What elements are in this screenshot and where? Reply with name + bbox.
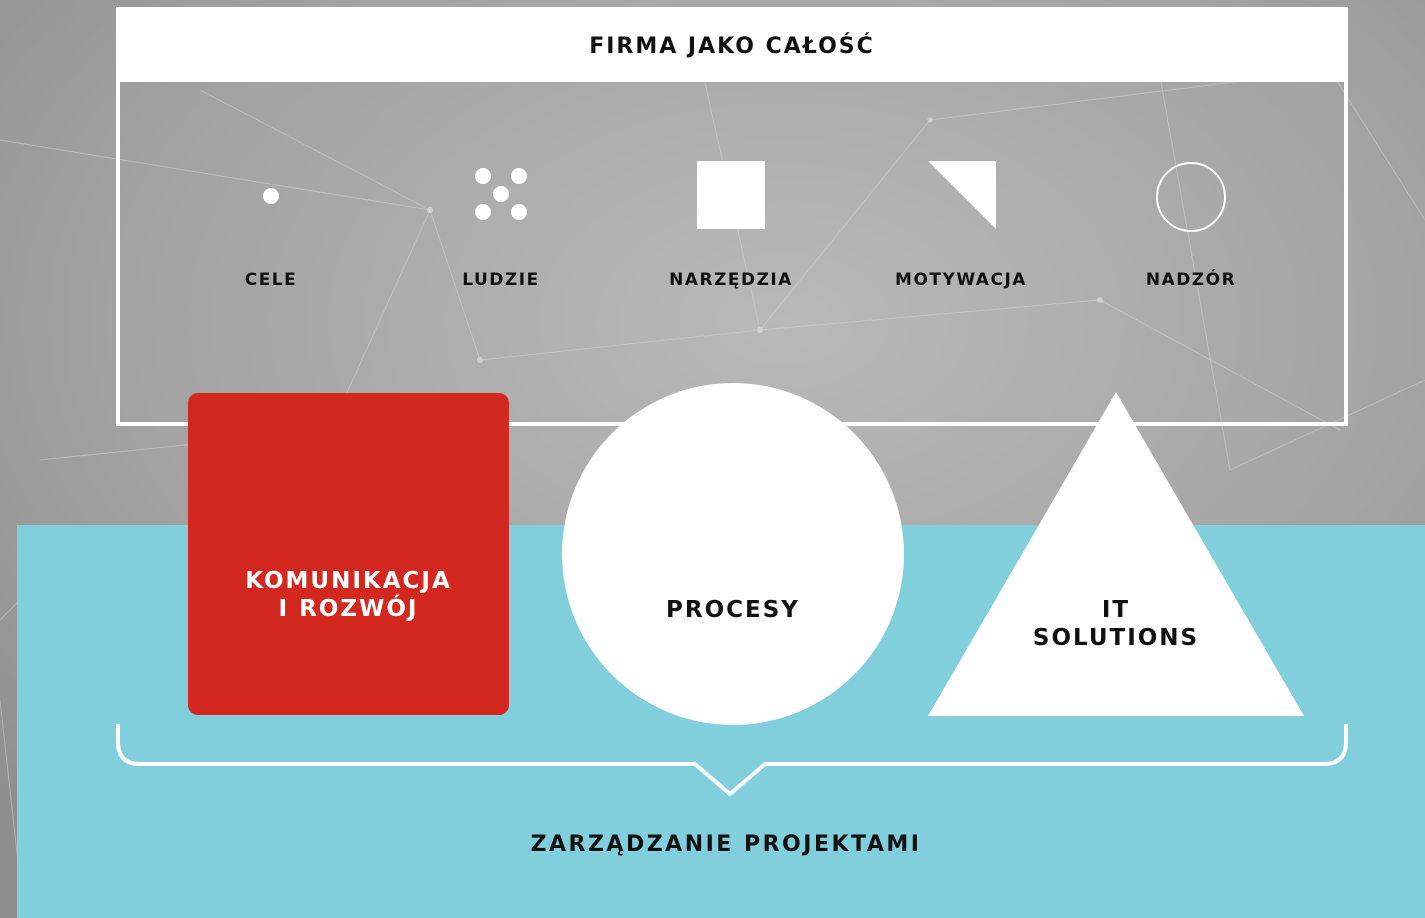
frame-title: FIRMA JAKO CAŁOŚĆ	[589, 34, 875, 59]
it-solutions-label: IT SOLUTIONS	[1032, 597, 1200, 651]
pillar-label: MOTYWACJA	[895, 270, 1027, 290]
dot-icon	[263, 188, 279, 204]
company-frame: FIRMA JAKO CAŁOŚĆ	[116, 7, 1348, 426]
pillar-nadzor: NADZÓR	[1096, 0, 1286, 300]
pillar-cele: CELE	[176, 0, 366, 300]
pillar-label: CELE	[244, 270, 298, 290]
pillar-label: NARZĘDZIA	[669, 270, 793, 290]
dots-cluster-icon	[475, 168, 527, 220]
pillar-label: LUDZIE	[462, 270, 540, 290]
pillar-motywacja: MOTYWACJA	[866, 0, 1056, 300]
frame-header: FIRMA JAKO CAŁOŚĆ	[120, 11, 1344, 82]
communication-square: KOMUNIKACJA I ROZWÓJ	[188, 393, 509, 715]
circle-outline-icon	[1156, 162, 1226, 232]
pillar-label: NADZÓR	[1145, 270, 1237, 290]
pillar-narzedzia: NARZĘDZIA	[636, 0, 826, 300]
project-management-label: ZARZĄDZANIE PROJEKTAMI	[530, 832, 922, 857]
it-solutions-triangle	[928, 392, 1304, 716]
brace-connector	[116, 724, 1348, 797]
pillar-ludzie: LUDZIE	[406, 0, 596, 300]
square-icon	[697, 161, 765, 229]
communication-label: KOMUNIKACJA I ROZWÓJ	[245, 568, 452, 622]
processes-label: PROCESY	[666, 597, 800, 623]
right-triangle-icon	[928, 161, 996, 229]
processes-circle: PROCESY	[562, 383, 904, 725]
